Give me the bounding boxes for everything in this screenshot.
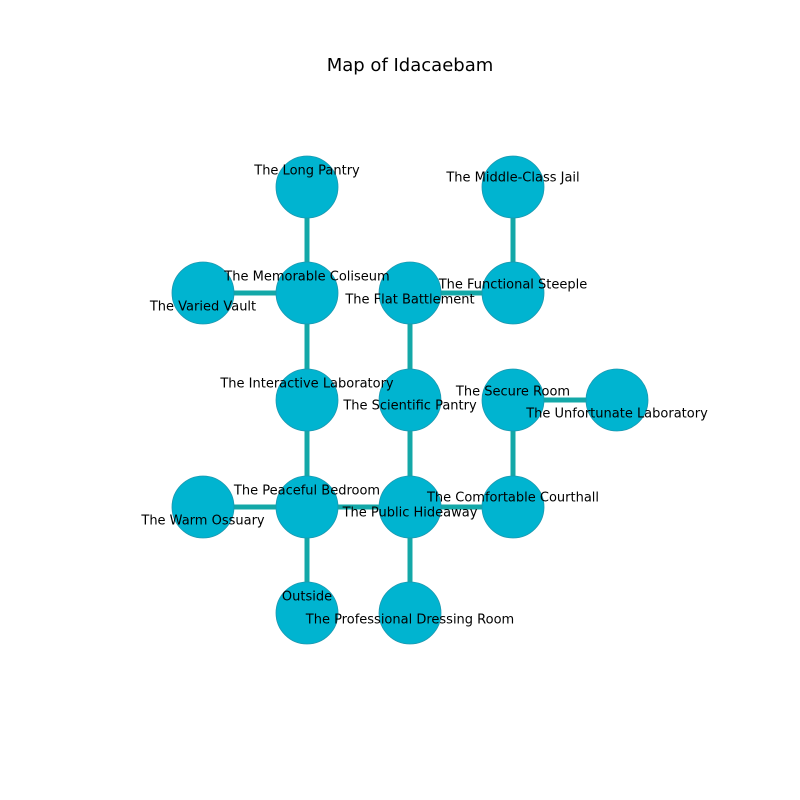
room-label-public-hideaway: The Public Hideaway	[342, 506, 478, 521]
room-label-comfortable-courthall: The Comfortable Courthall	[426, 491, 599, 506]
room-label-varied-vault: The Varied Vault	[149, 300, 256, 315]
room-label-warm-ossuary: The Warm Ossuary	[140, 514, 265, 529]
room-node-comfortable-courthall	[481, 475, 545, 539]
room-node-interactive-laboratory	[275, 368, 339, 432]
room-label-memorable-coliseum: The Memorable Coliseum	[223, 270, 389, 285]
room-node-unfortunate-laboratory	[585, 368, 649, 432]
room-node-flat-battlement	[378, 261, 442, 325]
room-node-varied-vault	[171, 261, 235, 325]
room-node-secure-room	[481, 368, 545, 432]
room-label-unfortunate-laboratory: The Unfortunate Laboratory	[525, 407, 708, 422]
room-node-warm-ossuary	[171, 475, 235, 539]
rooms-layer	[171, 155, 649, 645]
room-node-functional-steeple	[481, 261, 545, 325]
room-node-scientific-pantry	[378, 368, 442, 432]
map-title: Map of Idacaebam	[326, 55, 494, 76]
room-label-functional-steeple: The Functional Steeple	[438, 278, 588, 293]
room-node-professional-dressing-room	[378, 581, 442, 645]
room-label-professional-dressing-room: The Professional Dressing Room	[305, 613, 514, 628]
room-label-middle-class-jail: The Middle-Class Jail	[445, 171, 579, 186]
room-node-peaceful-bedroom	[275, 475, 339, 539]
room-label-flat-battlement: The Flat Battlement	[344, 293, 474, 308]
room-node-outside	[275, 581, 339, 645]
room-label-long-pantry: The Long Pantry	[253, 164, 360, 179]
room-node-middle-class-jail	[481, 155, 545, 219]
room-node-memorable-coliseum	[275, 261, 339, 325]
room-label-interactive-laboratory: The Interactive Laboratory	[219, 377, 394, 392]
room-label-scientific-pantry: The Scientific Pantry	[342, 399, 477, 414]
room-node-public-hideaway	[378, 475, 442, 539]
room-label-outside: Outside	[282, 590, 332, 605]
room-node-long-pantry	[275, 155, 339, 219]
room-label-peaceful-bedroom: The Peaceful Bedroom	[233, 484, 380, 499]
labels-layer: The Long Pantry The Middle-Class JailThe …	[140, 164, 708, 628]
room-label-secure-room: The Secure Room	[455, 385, 570, 400]
